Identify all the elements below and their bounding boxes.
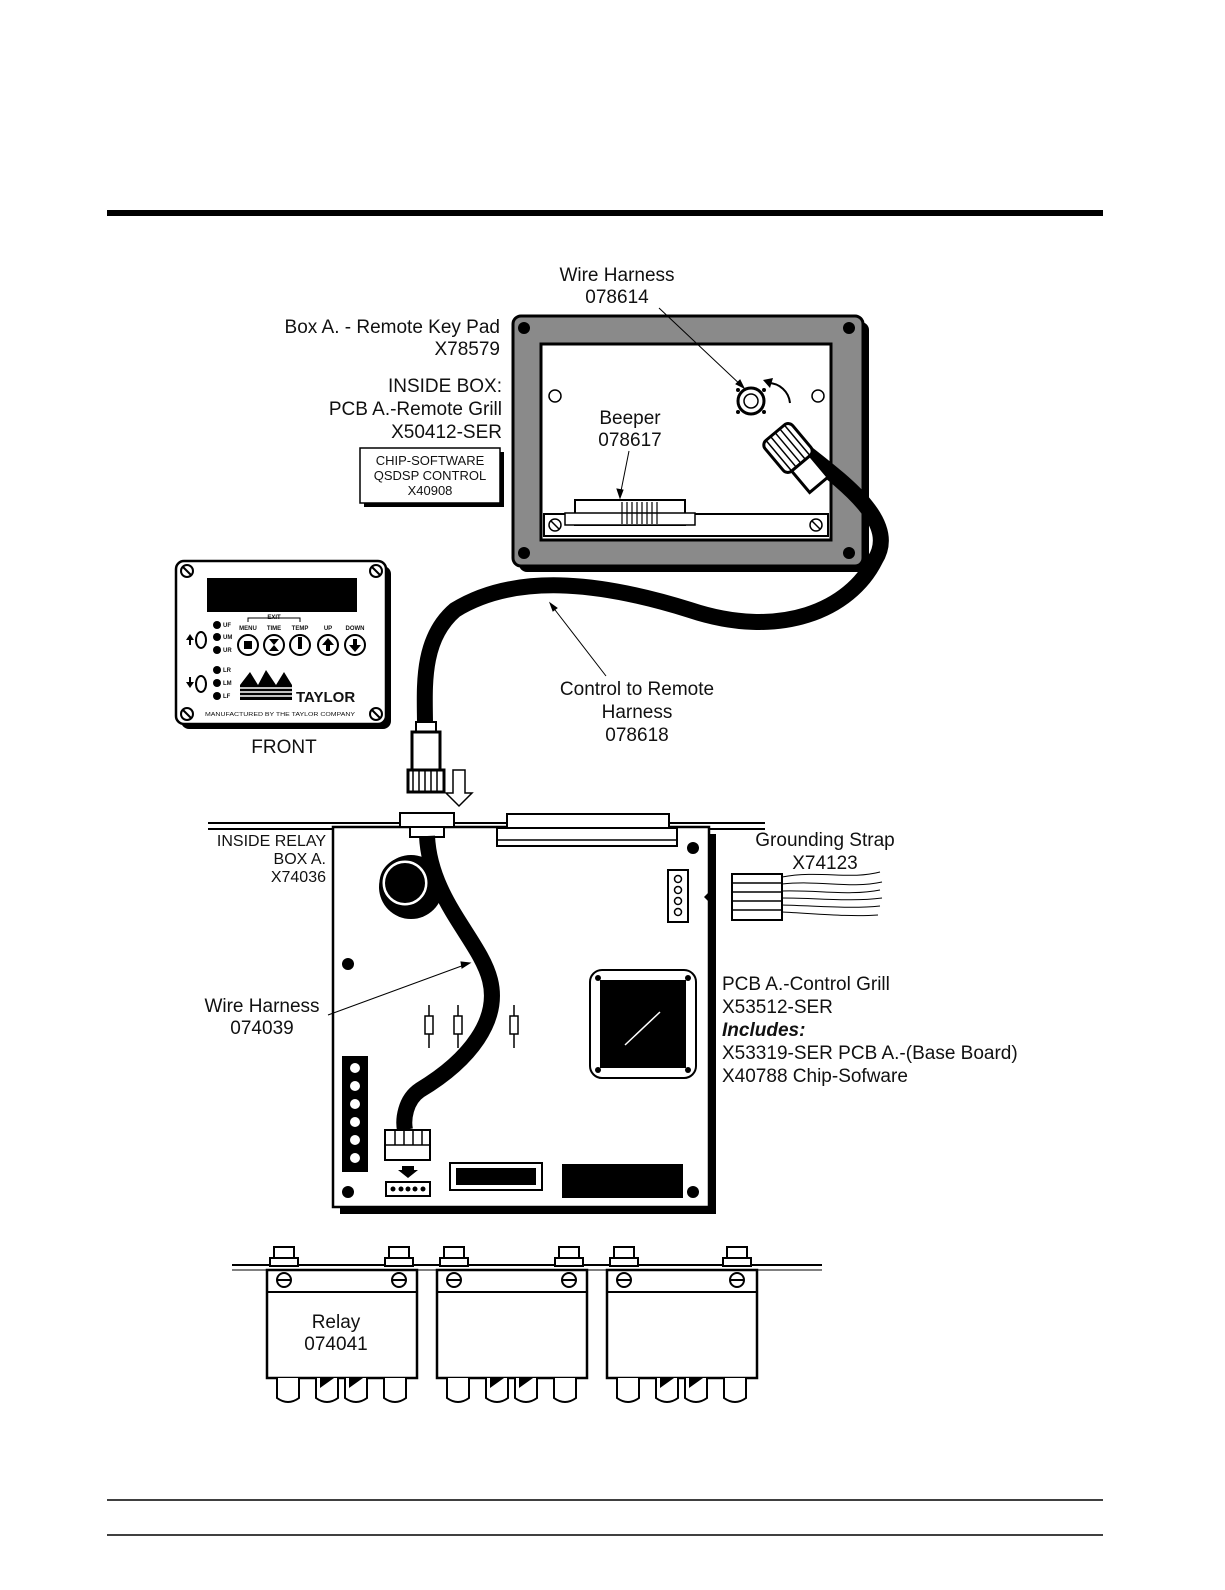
wire-harness-top-name: Wire Harness: [559, 265, 674, 286]
remote-box-name: Box A. - Remote Key Pad: [285, 317, 500, 338]
beeper-part: 078617: [598, 430, 661, 451]
manufacturer-line: MANUFACTURED BY THE TAYLOR COMPANY: [205, 712, 356, 718]
control-harness-part: 078618: [605, 725, 668, 746]
time-button-label: TIME: [267, 626, 281, 632]
relay-box-line-2: BOX A.: [274, 851, 326, 868]
control-harness-line-2: Harness: [602, 702, 673, 723]
remote-pcb-name: PCB A.-Remote Grill: [329, 399, 502, 420]
exit-label: EXIT: [267, 615, 281, 621]
wire-harness-bottom-part: 074039: [230, 1018, 293, 1039]
up-button-label: UP: [324, 626, 332, 632]
control-pcb-name: PCB A.-Control Grill: [722, 974, 890, 995]
control-pcb-includes-label: Includes:: [722, 1020, 805, 1041]
beeper-name: Beeper: [599, 408, 661, 429]
temp-button-label: TEMP: [292, 626, 309, 632]
chip-line-1: CHIP-SOFTWARE: [376, 453, 485, 468]
relay-part: 074041: [304, 1334, 367, 1355]
remote-pcb-part: X50412-SER: [391, 422, 502, 443]
led-lf-label: LF: [223, 694, 231, 700]
relay-unit-3: [605, 1246, 759, 1403]
chip-software-label-box: CHIP-SOFTWARE QSDSP CONTROL X40908: [359, 447, 504, 507]
grounding-strap-part: X74123: [792, 853, 858, 874]
down-arrow-icon: [186, 677, 194, 688]
control-pcb-include-1: X53319-SER PCB A.-(Base Board): [722, 1043, 1018, 1064]
front-caption: FRONT: [251, 737, 317, 758]
control-pcb-include-2: X40788 Chip-Sofware: [722, 1066, 908, 1087]
relay-unit-1: [265, 1246, 419, 1403]
wire-harness-bottom-name: Wire Harness: [204, 996, 319, 1017]
relay-box-part: X74036: [271, 869, 326, 886]
control-chip: [589, 969, 697, 1079]
header-rule: [107, 210, 1103, 216]
beeper-part: [564, 499, 696, 526]
display-window: [207, 578, 357, 612]
chip-line-3: X40908: [408, 483, 453, 498]
led-um-label: UM: [223, 635, 232, 641]
up-arrow-icon: [186, 634, 194, 645]
up-arrow-icon: [322, 638, 334, 651]
relay-row: [232, 1246, 822, 1403]
led-lr-label: LR: [223, 668, 232, 674]
control-harness-line-1: Control to Remote: [560, 679, 714, 700]
relay-box-line-1: INSIDE RELAY: [217, 833, 326, 850]
led-ur-label: UR: [223, 648, 232, 654]
relay-name: Relay: [312, 1312, 361, 1333]
wire-harness-074039: [396, 835, 500, 1132]
round-connector: [736, 378, 791, 416]
control-pcb-part: X53512-SER: [722, 997, 833, 1018]
relay-box-drawing: [208, 812, 883, 1214]
remote-box-drawing: [511, 314, 869, 572]
front-keypad-panel: EXIT MENU TIME TEMP UP DOWN UF UM UR: [174, 559, 391, 729]
remote-box-part: X78579: [434, 339, 500, 360]
led-lm-label: LM: [223, 681, 232, 687]
wire-harness-top-part: 078614: [585, 287, 649, 308]
led-uf-label: UF: [223, 623, 231, 629]
brand-name: TAYLOR: [296, 689, 355, 706]
grounding-strap-name: Grounding Strap: [755, 830, 894, 851]
chip-line-2: QSDSP CONTROL: [374, 468, 486, 483]
leader-lines: [327, 307, 746, 1016]
menu-button-label: MENU: [239, 626, 257, 632]
flame-icon: [195, 675, 207, 693]
down-button-label: DOWN: [346, 626, 365, 632]
control-to-remote-cable: [406, 422, 889, 808]
taylor-crown-logo: [240, 670, 292, 700]
down-arrow-icon: [349, 639, 361, 652]
flame-icon: [195, 631, 207, 649]
grounding-strap-plug: [731, 871, 883, 921]
inside-box-title: INSIDE BOX:: [388, 376, 502, 397]
relay-unit-2: [435, 1246, 589, 1403]
